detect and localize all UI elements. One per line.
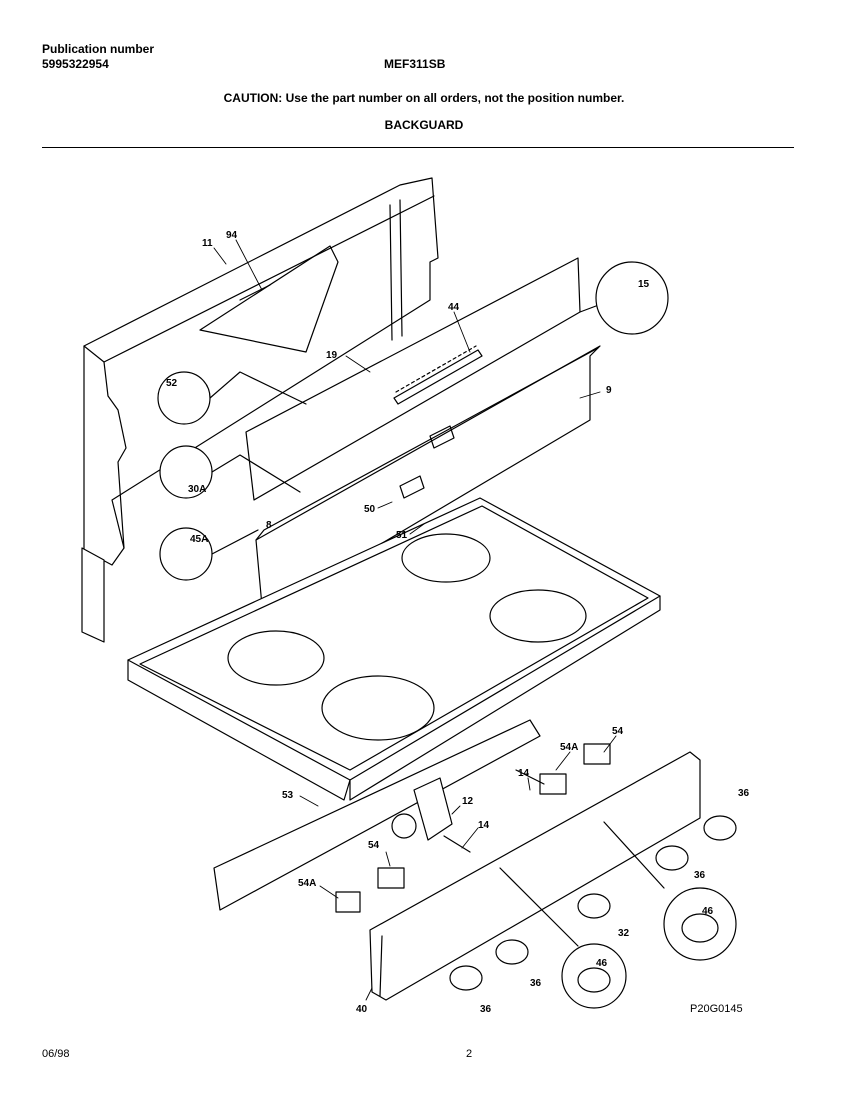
callout-leaders [213, 239, 617, 1001]
callout-53: 53 [282, 790, 294, 801]
switches [335, 743, 611, 913]
lower-control-panel [213, 719, 541, 911]
callout-54A-top: 54A [560, 742, 578, 753]
callout-50: 50 [364, 504, 376, 515]
callout-19: 19 [326, 350, 338, 361]
callout-12: 12 [462, 796, 474, 807]
callout-14-top: 14 [518, 768, 530, 779]
model-number: MEF311SB [384, 57, 446, 71]
callout-54A-bottom: 54A [298, 878, 316, 889]
detail-circles [157, 261, 737, 1009]
cooktop [127, 497, 661, 801]
callout-40: 40 [356, 1004, 368, 1015]
callout-30A: 30A [188, 484, 206, 495]
control-knobs [449, 815, 737, 993]
knob-panel [369, 751, 701, 1001]
callout-36-c: 36 [530, 978, 542, 989]
callout-54-top: 54 [612, 726, 624, 737]
callout-36-b: 36 [694, 870, 706, 881]
callout-9: 9 [606, 385, 612, 396]
publication-label: Publication number [42, 42, 155, 56]
backguard-panel [81, 177, 439, 643]
callout-11: 11 [202, 238, 213, 249]
callout-8: 8 [266, 520, 272, 531]
callout-52: 52 [166, 378, 178, 389]
callout-15: 15 [638, 279, 650, 290]
footer-date: 06/98 [42, 1048, 70, 1060]
callout-51: 51 [396, 530, 408, 541]
callout-32: 32 [618, 928, 630, 939]
caution-note: CAUTION: Use the part number on all orde… [223, 91, 625, 105]
diagram-code: P20G0145 [690, 1003, 743, 1015]
publication-number: 5995322954 [42, 57, 109, 71]
callout-labels: 11 94 44 15 19 9 52 30A 50 8 51 45A 54 5… [166, 230, 750, 1015]
callout-46-a: 46 [702, 906, 714, 917]
callout-44: 44 [448, 302, 460, 313]
callout-36-a: 36 [738, 788, 750, 799]
callout-46-b: 46 [596, 958, 608, 969]
section-title: BACKGUARD [384, 118, 464, 132]
callout-94: 94 [226, 230, 238, 241]
callout-54-bottom: 54 [368, 840, 380, 851]
callout-36-d: 36 [480, 1004, 492, 1015]
header-divider [42, 147, 794, 148]
callout-14-bottom: 14 [478, 820, 490, 831]
footer-page-number: 2 [466, 1048, 473, 1060]
callout-45A: 45A [190, 534, 208, 545]
